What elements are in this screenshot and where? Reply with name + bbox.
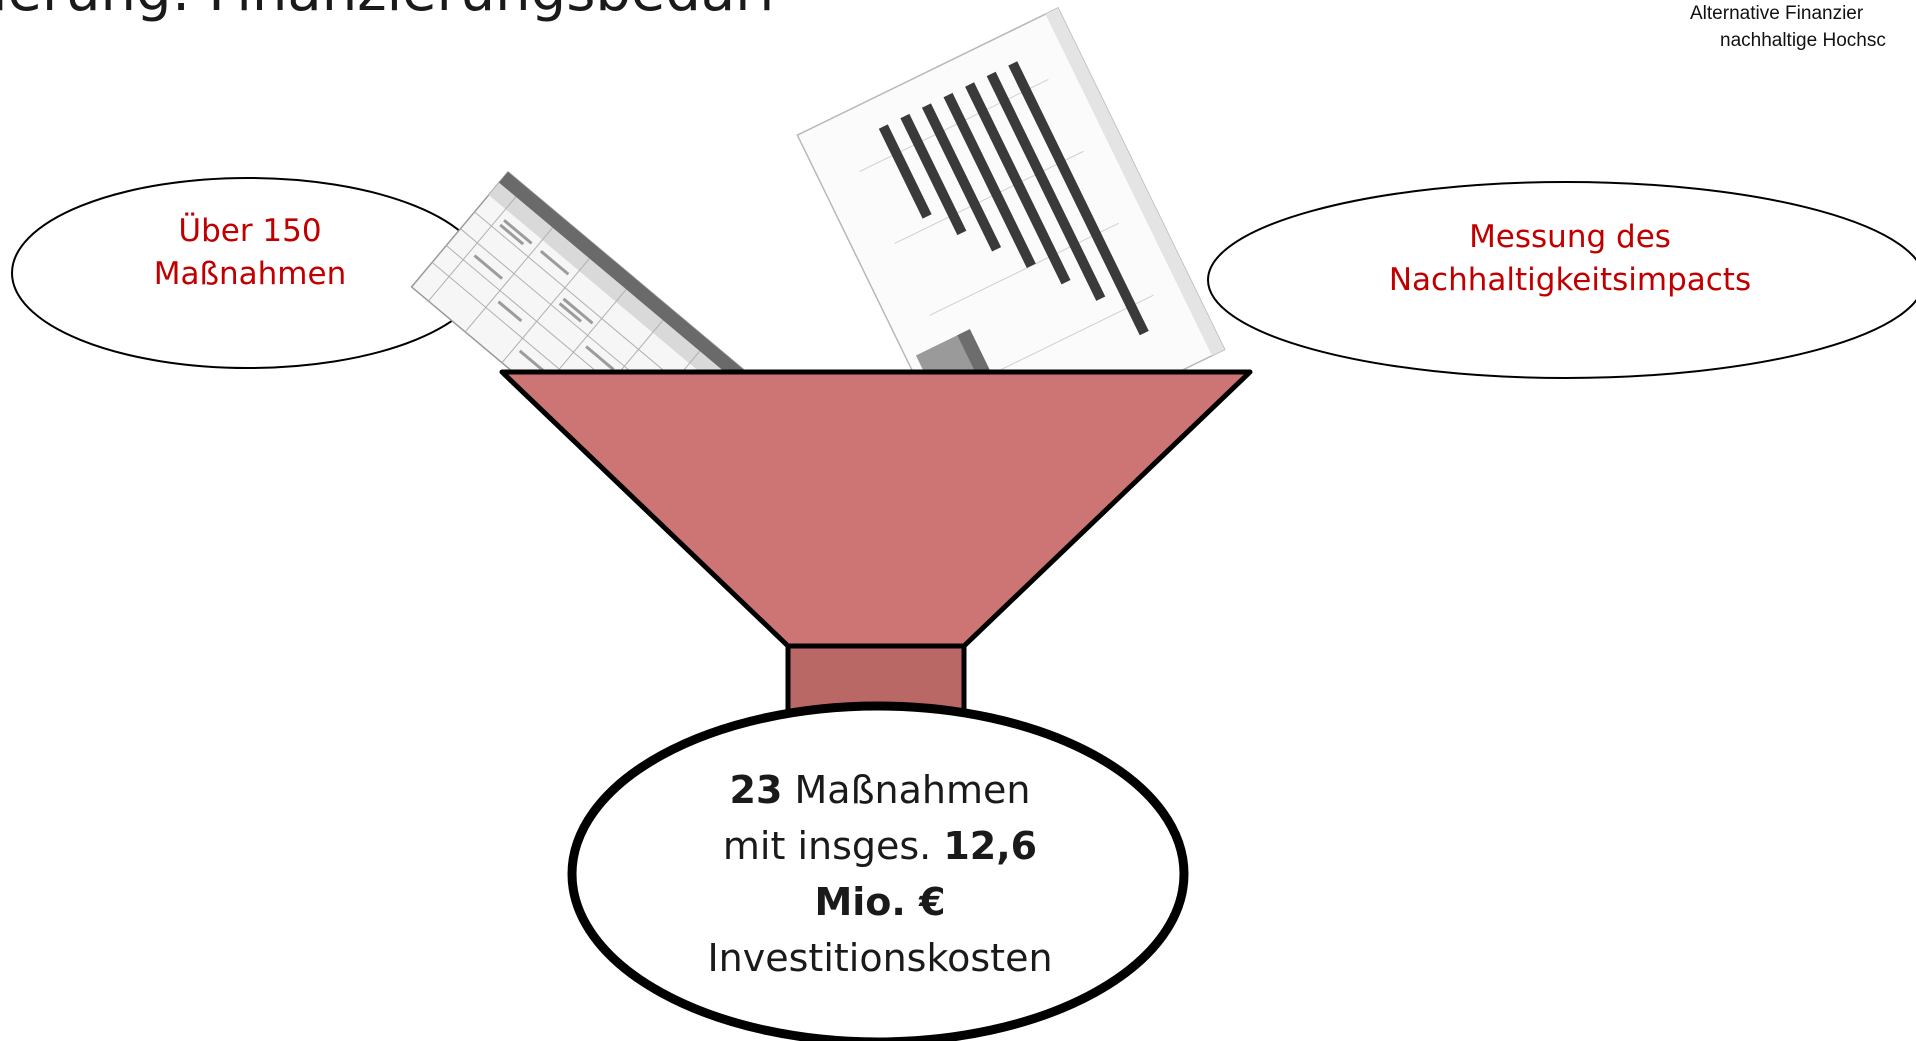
result-line-4: Investitionskosten: [707, 936, 1053, 980]
total-prefix: mit insges.: [722, 824, 944, 868]
right-bubble-text: Messung des Nachhaltigkeitsimpacts: [1300, 216, 1840, 302]
result-bubble: [567, 701, 1189, 1041]
measure-count-label: Maßnahmen: [782, 768, 1031, 812]
bar-chart-document-image: [796, 6, 1226, 478]
measure-count: 23: [729, 768, 783, 812]
right-bubble-line-1: Messung des: [1469, 219, 1671, 255]
funnel-body: [499, 369, 1253, 649]
right-bubble: [1207, 181, 1916, 379]
total-amount-unit: Mio. €: [814, 880, 946, 924]
header-line-1: Alternative Finanzier: [1690, 3, 1864, 24]
left-bubble-text: Über 150 Maßnahmen: [40, 210, 460, 296]
header-project-title: Alternative Finanzier nachhaltige Hochsc: [1690, 0, 1886, 54]
left-bubble-line-1: Über 150: [178, 213, 322, 249]
total-amount: 12,6: [943, 824, 1038, 868]
result-line-1: 23 Maßnahmen: [640, 762, 1120, 818]
result-line-3: Mio. €: [640, 874, 1120, 930]
result-text: 23 Maßnahmen mit insges. 12,6 Mio. € Inv…: [640, 762, 1120, 986]
right-bubble-line-2: Nachhaltigkeitsimpacts: [1388, 262, 1752, 298]
left-bubble-line-2: Maßnahmen: [153, 256, 347, 292]
result-line-2: mit insges. 12,6: [640, 818, 1120, 874]
header-line-2: nachhaltige Hochsc: [1720, 30, 1886, 51]
page-title: ierung: Finanzierungsbedarf: [0, 0, 778, 20]
